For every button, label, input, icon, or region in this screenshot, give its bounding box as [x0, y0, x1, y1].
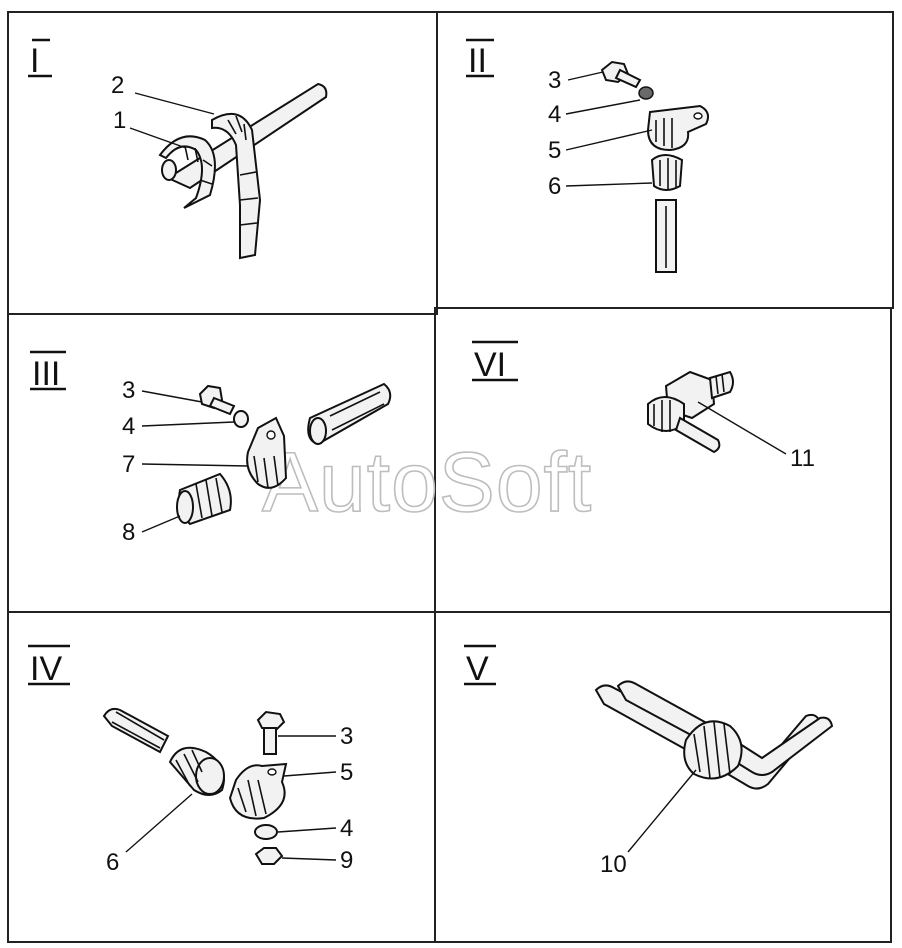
- callout-4: 4: [340, 815, 353, 842]
- panel-ii-label: II: [468, 42, 487, 80]
- callout-7: 7: [122, 451, 135, 478]
- panel-v: V 10: [464, 644, 834, 878]
- callout-5: 5: [548, 137, 561, 164]
- nut-part: [254, 847, 284, 865]
- callout-5: 5: [340, 759, 353, 786]
- rod-part: [655, 199, 677, 273]
- callout-group-panel-vi: 11: [697, 401, 815, 472]
- panel-frames: [7, 11, 894, 943]
- panel-ii: II 3 4 5 6: [466, 38, 709, 273]
- callout-1: 1: [113, 107, 126, 134]
- panel-vi: VI 11: [472, 340, 815, 472]
- callout-group-panel-i: 2 1: [111, 72, 215, 149]
- callout-3: 3: [340, 723, 353, 750]
- sleeve-part: [176, 472, 232, 526]
- callout-11: 11: [790, 445, 815, 472]
- grommet-part: [683, 720, 743, 780]
- panel-iii: III 3 4 7 8: [30, 350, 392, 546]
- panel-v-label: V: [466, 650, 489, 688]
- callout-group-panel-iii: 3 4 7 8: [122, 377, 249, 546]
- tube-part: [102, 707, 170, 754]
- callout-3: 3: [548, 67, 561, 94]
- panel-i-label: I: [30, 42, 39, 80]
- callout-6: 6: [548, 173, 561, 200]
- callout-group-panel-iv: 3 5 4 9 6: [106, 723, 353, 876]
- panel-iii-label: III: [32, 355, 60, 393]
- clamp-part: [228, 762, 288, 820]
- callout-10: 10: [600, 851, 627, 878]
- bolt-part: [198, 384, 236, 416]
- callout-9: 9: [340, 847, 353, 874]
- callout-2: 2: [111, 72, 124, 99]
- bolt-part: [256, 710, 286, 755]
- clamp-part: [246, 416, 288, 489]
- washer-part: [233, 410, 249, 428]
- fitting-part: [647, 370, 734, 454]
- callout-group-panel-ii: 3 4 5 6: [548, 67, 653, 200]
- callout-group-panel-v: 10: [600, 769, 697, 878]
- panel-vi-label: VI: [474, 346, 506, 384]
- twin-pipes-part: [594, 680, 834, 790]
- callout-8: 8: [122, 519, 135, 546]
- washer-part: [254, 824, 278, 840]
- callout-4: 4: [548, 101, 561, 128]
- panel-i: I 2 1: [28, 38, 328, 260]
- callout-3: 3: [122, 377, 135, 404]
- callout-6: 6: [106, 849, 119, 876]
- callout-4: 4: [122, 413, 135, 440]
- sleeve-part: [168, 746, 225, 796]
- tube-part: [307, 382, 392, 446]
- sleeve-part: [650, 154, 684, 191]
- bolt-part: [600, 60, 642, 89]
- panel-iv: IV 3 5 4 9: [28, 644, 353, 876]
- clamp-part: [646, 104, 709, 152]
- watermark: AutoSoft: [262, 435, 592, 529]
- panel-iv-label: IV: [30, 650, 62, 688]
- tube-with-clamp: [158, 82, 328, 260]
- washer-part: [638, 86, 654, 100]
